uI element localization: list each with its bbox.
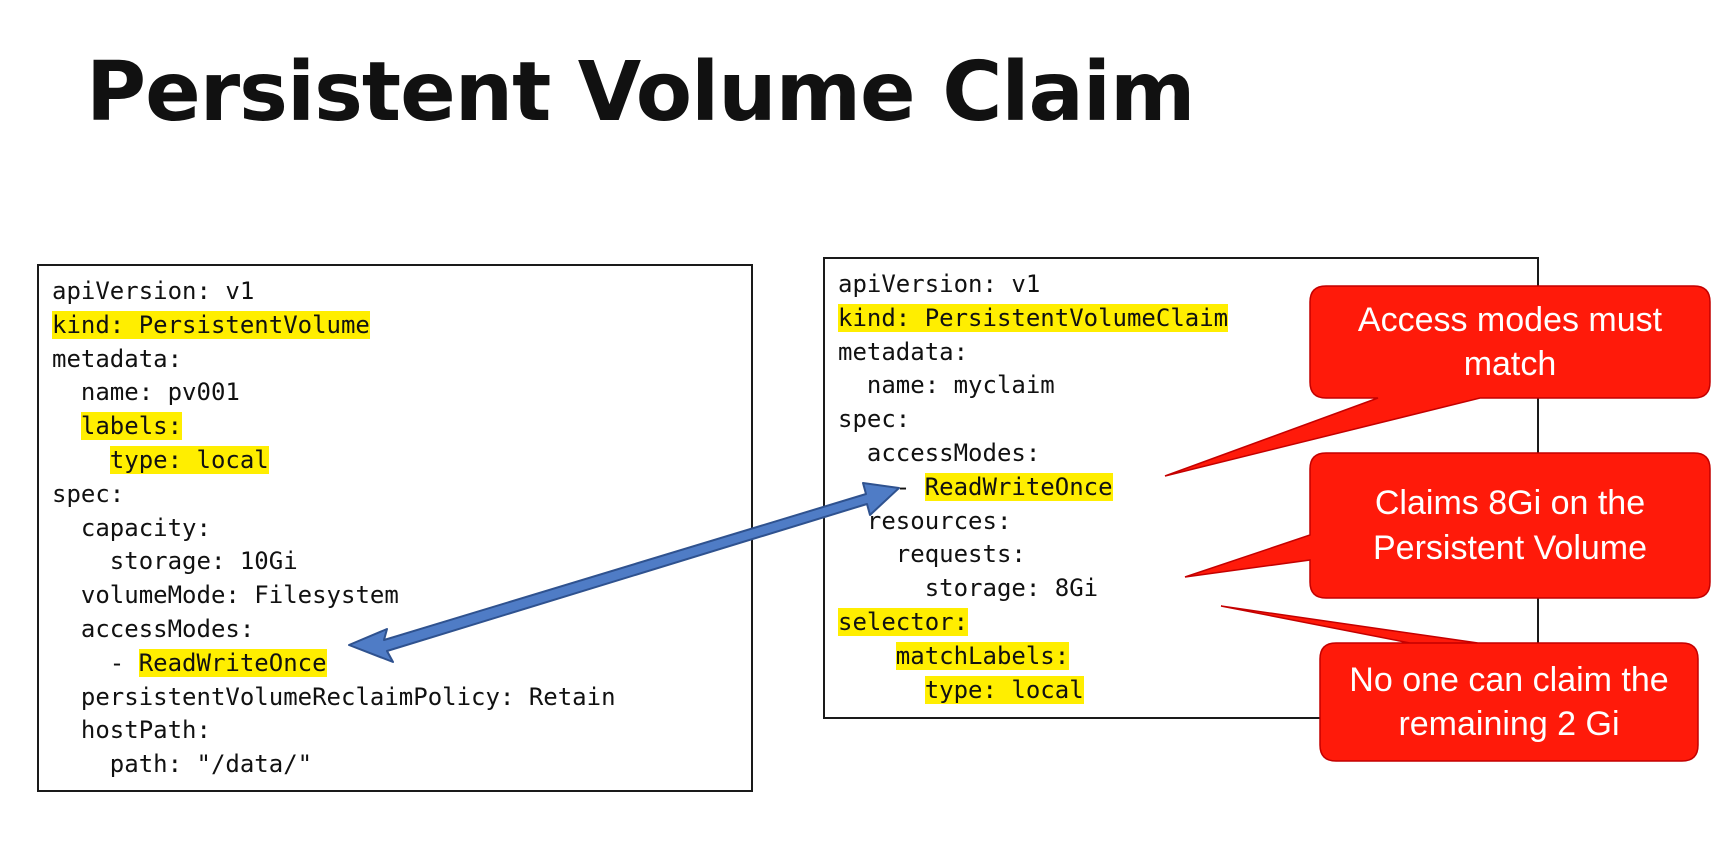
yaml-line: kind: PersistentVolumeClaim [838, 302, 1229, 336]
yaml-text: name: myclaim [866, 371, 1055, 400]
slide-title: Persistent Volume Claim [86, 45, 1195, 140]
yaml-text: capacity: [80, 513, 211, 542]
yaml-text: accessModes: [80, 614, 255, 643]
yaml-highlighted-value: ReadWriteOnce [924, 472, 1113, 501]
yaml-line: hostPath: [52, 714, 616, 748]
yaml-text: hostPath: [80, 716, 211, 745]
yaml-line: spec: [52, 478, 616, 512]
yaml-line: labels: [52, 410, 616, 444]
yaml-text: - [895, 472, 925, 501]
yaml-line: type: local [838, 674, 1228, 708]
yaml-line: accessModes: [52, 613, 616, 647]
callout-remaining-2gi-text: No one can claim the remaining 2 Gi [1349, 660, 1669, 743]
callout-claims-8gi-text: Claims 8Gi on the Persistent Volume [1372, 484, 1648, 567]
yaml-text: requests: [895, 540, 1026, 569]
callout-access-modes-text: Access modes must match [1357, 300, 1663, 383]
yaml-line: spec: [838, 403, 1228, 437]
yaml-text: spec: [838, 405, 911, 434]
yaml-highlighted-text: labels: [80, 412, 183, 441]
yaml-highlighted-text: matchLabels: [895, 641, 1070, 670]
yaml-line: metadata: [52, 343, 616, 377]
yaml-line: resources: [838, 505, 1228, 539]
yaml-line: matchLabels: [838, 640, 1228, 674]
yaml-line: storage: 10Gi [52, 545, 616, 579]
persistent-volume-yaml-box: apiVersion: v1 kind: PersistentVolume meta… [37, 264, 753, 792]
yaml-text: name: pv001 [80, 378, 240, 407]
yaml-line: path: "/data/" [52, 748, 616, 782]
yaml-line: capacity: [52, 512, 616, 546]
yaml-line: - ReadWriteOnce [838, 471, 1228, 505]
yaml-line: type: local [52, 444, 616, 478]
yaml-line: - ReadWriteOnce [52, 647, 616, 681]
yaml-highlighted-text: kind: PersistentVolume [52, 310, 370, 339]
yaml-text: storage: 8Gi [924, 574, 1099, 603]
yaml-line: storage: 8Gi [838, 572, 1228, 606]
yaml-line: apiVersion: v1 [52, 275, 616, 309]
yaml-line: accessModes: [838, 437, 1228, 471]
yaml-line: persistentVolumeReclaimPolicy: Retain [52, 681, 616, 715]
yaml-highlighted-text: type: local [109, 445, 269, 474]
yaml-text: - [109, 648, 139, 677]
yaml-text: apiVersion: v1 [52, 277, 255, 305]
yaml-line: kind: PersistentVolume [52, 309, 616, 343]
yaml-highlighted-value: ReadWriteOnce [138, 648, 327, 677]
yaml-text: path: "/data/" [109, 750, 313, 779]
yaml-highlighted-text: type: local [924, 675, 1084, 704]
yaml-text: persistentVolumeReclaimPolicy: Retain [80, 682, 616, 711]
yaml-text: resources: [866, 506, 1012, 535]
yaml-text: storage: 10Gi [109, 547, 298, 576]
yaml-text: volumeMode: Filesystem [80, 581, 399, 610]
yaml-line: volumeMode: Filesystem [52, 579, 616, 613]
yaml-line: apiVersion: v1 [838, 268, 1228, 302]
yaml-text: metadata: [838, 337, 969, 366]
yaml-line: selector: [838, 606, 1228, 640]
yaml-text: spec: [52, 479, 125, 508]
pvc-yaml-code: apiVersion: v1 kind: PersistentVolumeClai… [838, 268, 1229, 708]
yaml-line: metadata: [838, 336, 1228, 370]
yaml-highlighted-text: kind: PersistentVolumeClaim [838, 303, 1229, 332]
yaml-line: name: pv001 [52, 376, 616, 410]
yaml-highlighted-text: selector: [838, 607, 969, 636]
yaml-text: metadata: [52, 344, 183, 373]
yaml-text: apiVersion: v1 [838, 270, 1041, 298]
pv-yaml-code: apiVersion: v1 kind: PersistentVolume meta… [52, 275, 616, 782]
yaml-text: accessModes: [866, 438, 1041, 467]
yaml-line: requests: [838, 538, 1228, 572]
yaml-line: name: myclaim [838, 369, 1228, 403]
